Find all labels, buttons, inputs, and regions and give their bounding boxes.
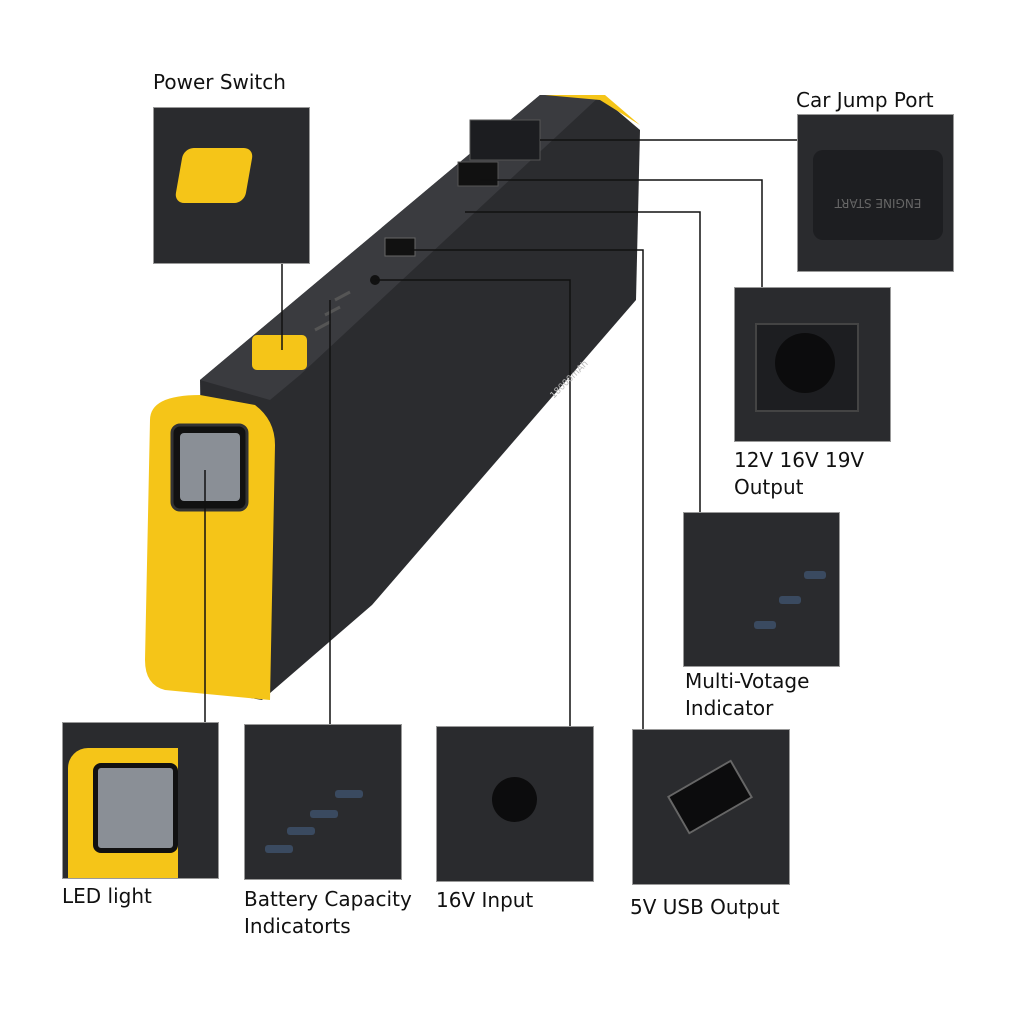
label-led-light: LED light <box>62 884 152 908</box>
input-port-icon <box>492 777 537 822</box>
power-switch-icon <box>174 148 254 203</box>
battery-capacity-inset <box>244 724 402 880</box>
input-16v-inset <box>436 726 594 882</box>
power-switch-inset <box>153 107 310 264</box>
label-line: Output <box>734 475 804 499</box>
label-power-switch: Power Switch <box>153 70 286 94</box>
usb-port-icon <box>666 759 754 835</box>
label-line: Indicatorts <box>244 914 351 938</box>
dc-output-inset <box>734 287 891 442</box>
label-dc-output: 12V 16V 19V Output <box>734 447 864 501</box>
engine-start-cover: ENGINE START <box>813 150 943 240</box>
label-line: Battery Capacity <box>244 887 412 911</box>
label-input-16v: 16V Input <box>436 888 534 912</box>
label-line: Indicator <box>685 696 774 720</box>
led-light-inset <box>62 722 219 879</box>
multi-voltage-inset <box>683 512 840 667</box>
label-car-jump-port: Car Jump Port <box>796 88 934 112</box>
jump-starter-device <box>145 95 640 700</box>
power-button <box>252 335 307 370</box>
leader-lines <box>204 139 797 729</box>
label-line: Multi-Votage <box>685 669 810 693</box>
car-jump-port-inset: ENGINE START <box>797 114 954 272</box>
led-icon <box>93 763 178 853</box>
label-usb-output: 5V USB Output <box>630 895 780 919</box>
led-lamp-icon <box>180 433 240 501</box>
dc-port-icon <box>775 333 835 393</box>
label-line: 12V 16V 19V <box>734 448 865 472</box>
usb-output-inset <box>632 729 790 885</box>
